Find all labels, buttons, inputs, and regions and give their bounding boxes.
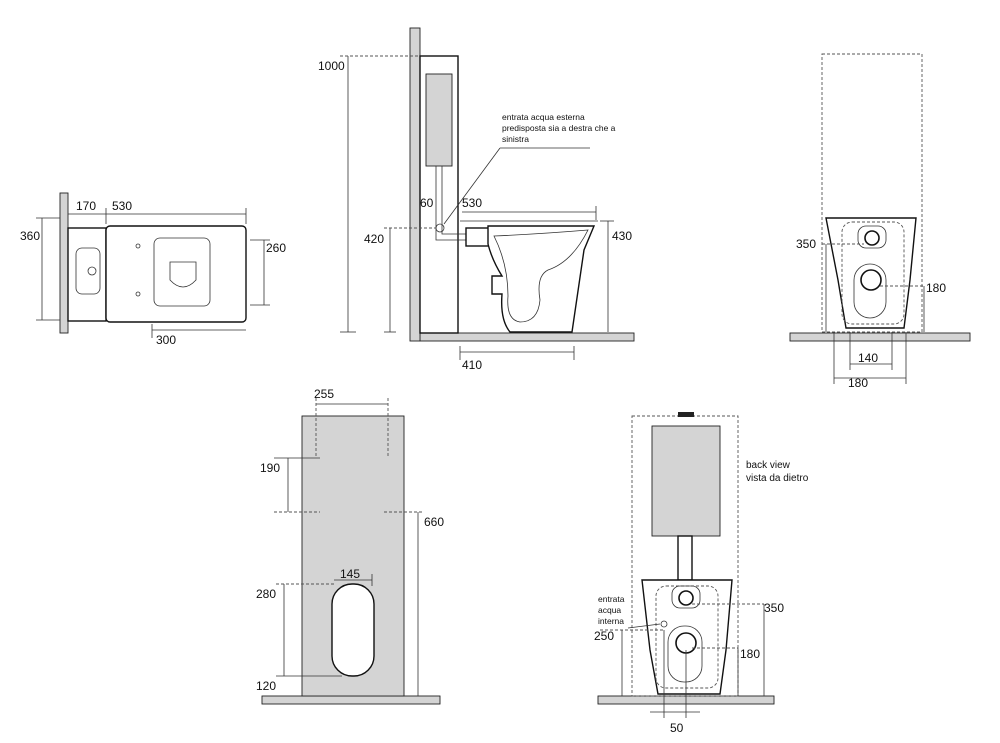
top-view-bowl-rim xyxy=(153,237,211,307)
back-view-top-button xyxy=(678,412,694,417)
dim-label-260: 260 xyxy=(266,241,286,255)
dim-label-1000: 1000 xyxy=(318,59,345,73)
seat-hinge-right-icon xyxy=(135,291,141,297)
top-view-drain xyxy=(169,261,197,288)
back-view-body xyxy=(641,579,733,695)
dim-label-back-250: 250 xyxy=(594,629,614,643)
dim-label-170: 170 xyxy=(76,199,96,213)
back-view-cistern xyxy=(651,425,721,537)
dim-label-front-180-bottom: 180 xyxy=(848,376,868,390)
dim-label-60: 60 xyxy=(420,196,434,210)
top-view-wall xyxy=(59,192,69,334)
dim-label-430: 430 xyxy=(612,229,632,243)
dim-label-back-180: 180 xyxy=(740,647,760,661)
wall-view-opening xyxy=(331,583,375,677)
dim-label-420: 420 xyxy=(364,232,384,246)
dim-label-300: 300 xyxy=(156,333,176,347)
dim-label-140: 140 xyxy=(858,351,878,365)
side-view-bowl xyxy=(487,225,596,333)
top-view-bowl xyxy=(105,225,247,323)
dim-label-back-350: 350 xyxy=(764,601,784,615)
side-view-bowl-trap xyxy=(493,229,589,323)
back-view-inlet-icon xyxy=(678,590,694,606)
wall-view-floor xyxy=(261,695,441,705)
back-view-label-line1: back view xyxy=(746,460,791,471)
inlet-leader-line xyxy=(443,147,501,225)
internal-inlet-note-line2: acqua xyxy=(598,605,621,615)
dim-label-back-50: 50 xyxy=(670,721,684,735)
back-view-outlet-recess xyxy=(667,625,703,683)
side-view-wall xyxy=(409,27,421,342)
dim-label-660: 660 xyxy=(424,515,444,529)
dim-label-280: 280 xyxy=(256,587,276,601)
front-view-inlet-icon xyxy=(864,230,880,246)
dim-label-255: 255 xyxy=(314,387,334,401)
internal-inlet-icon xyxy=(660,620,668,628)
front-view: 350 180 140 180 xyxy=(789,53,971,390)
back-view-flush-pipe xyxy=(677,535,693,581)
back-view-inlet-recess xyxy=(671,585,701,609)
external-inlet-note-line2: predisposta sia a destra che a xyxy=(502,123,616,133)
dim-label-190: 190 xyxy=(260,461,280,475)
seat-hinge-left-icon xyxy=(135,243,141,249)
front-view-outlet-recess xyxy=(853,263,887,319)
top-view: 170 530 360 260 300 xyxy=(20,192,286,347)
side-view: 1000 60 530 420 430 410 entrata acqua es… xyxy=(318,27,635,372)
front-view-floor xyxy=(789,332,971,342)
front-view-inner-outline xyxy=(841,221,905,325)
front-view-inlet-recess xyxy=(857,225,887,249)
front-view-column-outline xyxy=(821,53,923,333)
side-view-flush-pipe xyxy=(435,166,466,241)
internal-inlet-note-line3: interna xyxy=(598,616,624,626)
wall-view: 255 190 660 145 280 120 xyxy=(256,387,444,705)
dim-label-front-180-right: 180 xyxy=(926,281,946,295)
side-view-cistern xyxy=(425,73,453,167)
dim-label-145: 145 xyxy=(340,567,360,581)
front-view-body xyxy=(825,217,917,329)
side-view-connector xyxy=(465,227,491,247)
external-inlet-note-line3: sinistra xyxy=(502,134,529,144)
dim-label-front-350: 350 xyxy=(796,237,816,251)
side-view-floor xyxy=(419,332,635,342)
back-view-label-line2: vista da dietro xyxy=(746,473,809,484)
back-view: back view vista da dietro entrata acqua … xyxy=(594,412,809,735)
dim-label-120: 120 xyxy=(256,679,276,693)
external-inlet-note-line1: entrata acqua esterna xyxy=(502,112,585,122)
flush-button-icon xyxy=(87,266,97,276)
front-view-outlet-icon xyxy=(860,269,882,291)
dim-label-side-530: 530 xyxy=(462,196,482,210)
dim-label-530: 530 xyxy=(112,199,132,213)
top-view-cistern-recess xyxy=(75,247,101,295)
dim-label-360: 360 xyxy=(20,229,40,243)
dim-label-410: 410 xyxy=(462,358,482,372)
internal-inlet-leader xyxy=(627,623,661,629)
internal-inlet-note-line1: entrata xyxy=(598,594,625,604)
